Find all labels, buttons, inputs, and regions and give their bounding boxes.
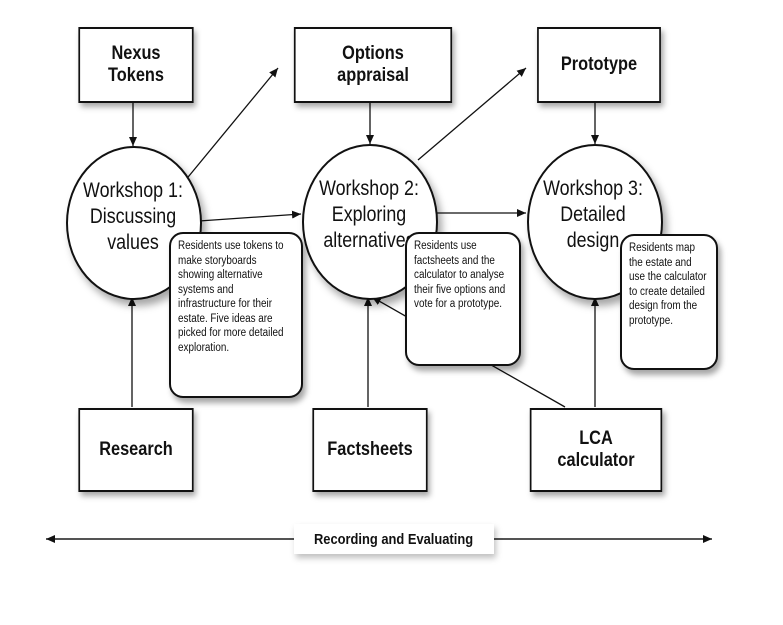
- workshop-3-note: Residents map the estate and use the cal…: [620, 234, 718, 370]
- workshop-2-note-text: Residents use factsheets and the calcula…: [414, 240, 506, 310]
- workshop-2-note: Residents use factsheets and the calcula…: [405, 232, 521, 366]
- options-appraisal-box: Options appraisal: [293, 27, 453, 103]
- arrow-w1-to-w2: [198, 210, 302, 222]
- factsheets-box: Factsheets: [312, 408, 428, 492]
- workshop-2-label: Workshop 2: Exploring alternatives: [319, 177, 419, 252]
- timeline-label: Recording and Evaluating: [294, 524, 494, 554]
- workshop-1-label: Workshop 1: Discussing values: [83, 179, 183, 254]
- arrow-w2-to-prototype: [417, 67, 527, 161]
- timeline-label-text: Recording and Evaluating: [314, 530, 474, 548]
- workshop-3-note-text: Residents map the estate and use the cal…: [629, 242, 707, 327]
- workshop-1-note: Residents use tokens to make storyboards…: [169, 232, 303, 398]
- nexus-tokens-box: Nexus Tokens: [78, 27, 194, 103]
- arrow-w1-to-options: [183, 67, 279, 183]
- prototype-box: Prototype: [537, 27, 661, 103]
- workshop-3-label: Workshop 3: Detailed design: [543, 177, 643, 252]
- workshop-1-note-text: Residents use tokens to make storyboards…: [178, 240, 284, 354]
- research-box: Research: [78, 408, 194, 492]
- lca-calculator-box: LCA calculator: [529, 408, 663, 492]
